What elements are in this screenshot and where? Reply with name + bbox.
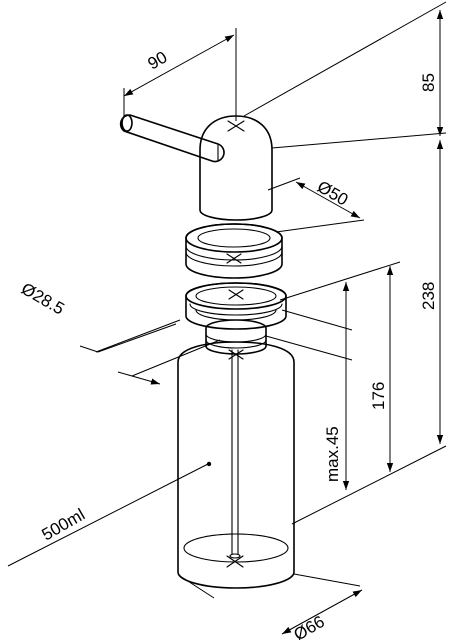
capacity-label: 500ml xyxy=(39,505,89,545)
bottle xyxy=(177,341,295,589)
dispenser-body xyxy=(119,114,295,589)
collar-ring xyxy=(185,223,283,279)
thread-nut xyxy=(185,282,287,355)
thread-diameter-label: Ø28.5 xyxy=(18,279,68,319)
dip-tube xyxy=(229,349,241,559)
spout-length-label: 90 xyxy=(145,48,171,74)
head-height-label: 85 xyxy=(419,73,438,92)
center-marks xyxy=(226,120,245,568)
pump-head xyxy=(199,115,273,221)
total-height-label: 238 xyxy=(419,282,438,310)
collar-diameter-label: Ø50 xyxy=(314,177,351,210)
bottle-diameter-label: Ø66 xyxy=(291,612,328,640)
dimension-lines xyxy=(7,1,447,635)
max-countertop-label: max.45 xyxy=(323,426,342,482)
bottle-height-label: 176 xyxy=(369,382,388,410)
dimension-labels: 90 85 238 Ø50 Ø28.5 176 max.45 500ml Ø66 xyxy=(18,48,438,640)
spout xyxy=(119,114,225,163)
